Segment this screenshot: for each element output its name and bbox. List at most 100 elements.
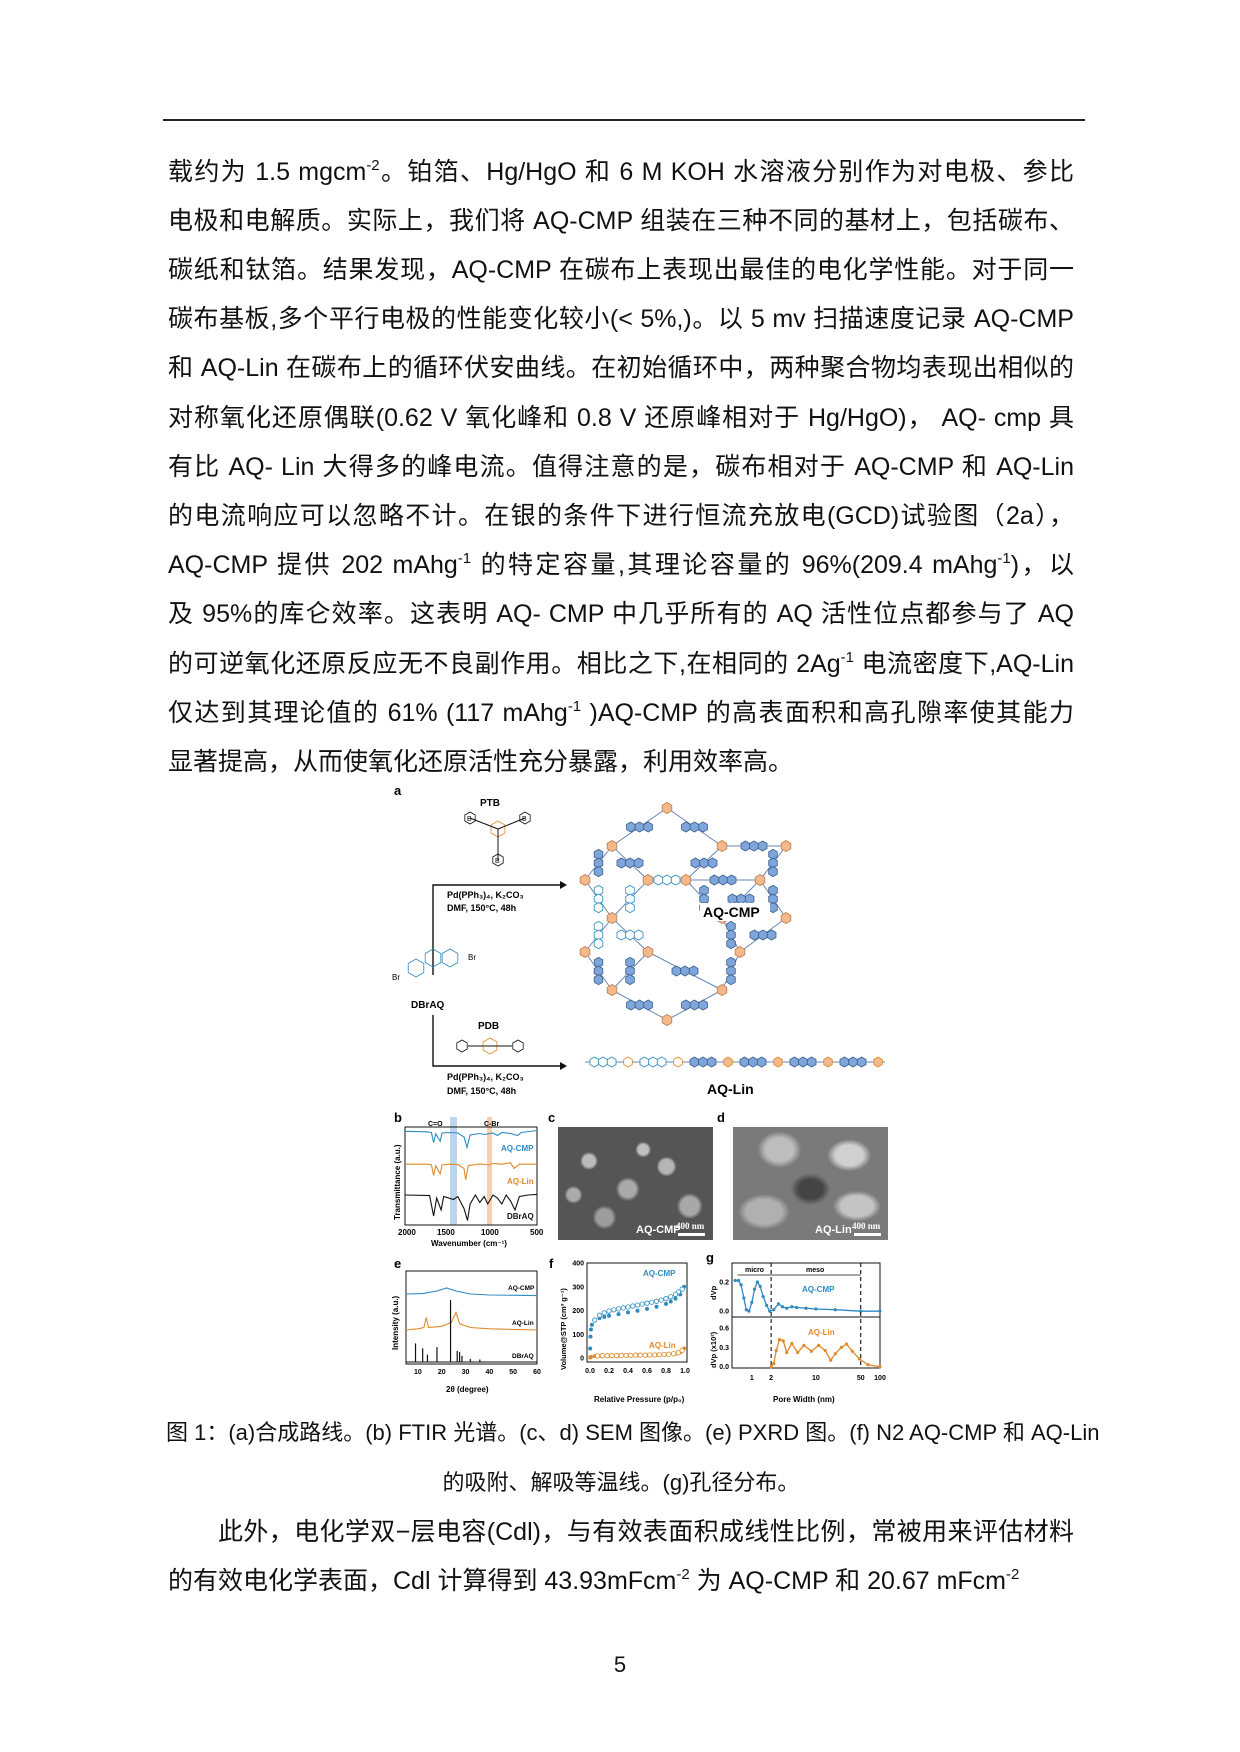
tick-label: 2 bbox=[769, 1375, 773, 1382]
text-line: 和 AQ-Lin 在碳布上的循环伏安曲线。在初始循环中，两种聚合物均表现出相似的 bbox=[168, 352, 1074, 384]
bond bbox=[497, 817, 526, 830]
aq-cmp-label: AQ-CMP bbox=[703, 904, 760, 920]
adsorption-point bbox=[664, 1301, 668, 1306]
superscript: -1 bbox=[457, 550, 472, 567]
adsorption-point bbox=[602, 1314, 607, 1319]
pinacol-boronate-ring bbox=[492, 853, 504, 867]
anthraquinone-ring bbox=[680, 965, 690, 977]
text: 的可逆氧化还原反应无不良副作用。相比之下,在相同的 2Ag bbox=[168, 650, 841, 678]
anthraquinone-ring bbox=[670, 874, 681, 886]
legend-dbraq: DBrAQ bbox=[512, 1353, 534, 1360]
panel-g-pore-distribution: g micro meso AQ-CMP AQ-Lin 0.00.20.00.30… bbox=[706, 1250, 886, 1404]
desorption-point bbox=[611, 1307, 617, 1313]
band-c-br bbox=[487, 1117, 492, 1225]
anthraquinone-ring bbox=[593, 902, 604, 914]
aq-lin-chain bbox=[585, 1056, 885, 1068]
anthraquinone-ring bbox=[848, 1056, 858, 1068]
pore-line-aq-cmp bbox=[735, 1279, 880, 1313]
anthraquinone-ring bbox=[740, 840, 751, 852]
anthraquinone-ring bbox=[639, 1056, 650, 1068]
adsorption-point bbox=[654, 1304, 659, 1309]
pore-point bbox=[733, 1278, 737, 1283]
desorption-point bbox=[653, 1298, 660, 1304]
ftir-line-aq-cmp bbox=[404, 1129, 538, 1150]
text-line: 载约为 1.5 mgcm-2。铂箔、Hg/HgO 和 6 M KOH 水溶液分别… bbox=[168, 156, 1074, 188]
benzene-node bbox=[642, 946, 654, 958]
desorption-point bbox=[658, 1297, 664, 1303]
sem-image-aq-lin: AQ-Lin 400 nm bbox=[733, 1127, 888, 1240]
desorption-point bbox=[644, 1300, 650, 1306]
desorption-point bbox=[679, 1347, 685, 1354]
pore-point bbox=[758, 1284, 762, 1288]
pore-point bbox=[747, 1309, 751, 1313]
benzene-node bbox=[579, 874, 591, 886]
anthraquinone-ring bbox=[593, 974, 604, 986]
text-line: 电极和电解质。实际上，我们将 AQ-CMP 组装在三种不同的基材上，包括碳布、 bbox=[168, 205, 1074, 237]
anthraquinone-ring bbox=[633, 929, 644, 941]
anthraquinone-ring bbox=[758, 929, 768, 941]
anthraquinone-ring bbox=[598, 1056, 608, 1068]
region-micro: micro bbox=[745, 1267, 764, 1274]
benzene-node bbox=[606, 840, 618, 852]
dbraq-ring bbox=[407, 958, 425, 978]
desorption-point bbox=[620, 1305, 626, 1311]
text: 和 AQ-Lin 在碳布上的循环伏安曲线。在初始循环中，两种聚合物均表现出相似的 bbox=[168, 354, 1074, 382]
desorption-point bbox=[630, 1303, 636, 1309]
anthraquinone-ring bbox=[726, 938, 736, 950]
text-line: 碳纸和钛箔。结果发现，AQ-CMP 在碳布上表现出最佳的电化学性能。对于同一 bbox=[168, 254, 1074, 286]
anthraquinone-ring bbox=[726, 974, 736, 986]
pore-point bbox=[777, 1337, 782, 1342]
pinacol-boronate-ring bbox=[456, 1039, 468, 1053]
tick-label: 10 bbox=[812, 1375, 820, 1382]
tick-label: 0.0 bbox=[585, 1368, 595, 1375]
atom-label: B bbox=[522, 816, 527, 823]
anthraquinone-ring bbox=[648, 1056, 658, 1068]
legend-dbraq: DBrAQ bbox=[507, 1212, 534, 1221]
y-axis-label-top: dVp bbox=[709, 1285, 718, 1300]
tick-label: 40 bbox=[485, 1369, 493, 1376]
desorption-point bbox=[661, 1351, 667, 1358]
benzene-node bbox=[823, 1056, 833, 1068]
text: 仅达到其理论值的 61% (117 mAhg bbox=[168, 699, 568, 727]
adsorption-point bbox=[588, 1334, 593, 1339]
superscript: -1 bbox=[840, 649, 854, 666]
benzene-node bbox=[579, 946, 591, 958]
x-axis-label: Pore Width (nm) bbox=[773, 1395, 835, 1404]
legend-aq-lin: AQ-Lin bbox=[512, 1320, 534, 1327]
anthraquinone-ring bbox=[766, 929, 777, 941]
desorption-point bbox=[634, 1302, 641, 1308]
x-axis-label: 2θ (degree) bbox=[446, 1385, 489, 1394]
text: 为 AQ-CMP 和 20.67 mFcm bbox=[689, 1567, 1006, 1595]
tick-label: 50 bbox=[509, 1369, 517, 1376]
pinacol-boronate-ring bbox=[464, 811, 476, 825]
tick-label: 0.6 bbox=[719, 1325, 729, 1332]
text: 此外，电化学双−层电容(Cdl)，与有效表面积成线性比例，常被用来评估材料 bbox=[218, 1518, 1074, 1546]
text: 及 95%的库仑效率。这表明 AQ- CMP 中几乎所有的 AQ 活性位点都参与… bbox=[168, 600, 1074, 628]
anthraquinone-ring bbox=[625, 857, 635, 869]
plot-frame bbox=[404, 1126, 538, 1226]
pore-point bbox=[859, 1309, 863, 1313]
y-axis-label-bottom: dVp (x10²) bbox=[709, 1331, 718, 1368]
superscript: -2 bbox=[676, 1566, 690, 1583]
benzene-node bbox=[661, 802, 673, 814]
text: )，以 bbox=[1010, 551, 1075, 579]
anthraquinone-ring bbox=[698, 821, 708, 833]
annotation-c-br: C-Br bbox=[484, 1121, 499, 1128]
benzene-node bbox=[642, 874, 654, 886]
tick-label: 0.0 bbox=[719, 1364, 729, 1371]
anthraquinone-ring bbox=[589, 1056, 600, 1068]
anthraquinone-ring bbox=[709, 874, 720, 886]
paragraph-2-line-2: 的有效电化学表面，Cdl 计算得到 43.93mFcm-2 为 AQ-CMP 和… bbox=[168, 1565, 1074, 1597]
superscript: -1 bbox=[997, 550, 1011, 567]
tick-label: 400 bbox=[572, 1261, 584, 1268]
tick-label: 0.2 bbox=[604, 1368, 614, 1375]
desorption-point bbox=[675, 1350, 681, 1356]
anthraquinone-ring bbox=[653, 874, 664, 886]
anthraquinone-ring bbox=[593, 866, 604, 878]
desorption-point bbox=[625, 1304, 631, 1310]
pore-point bbox=[833, 1352, 837, 1356]
tick-label: 30 bbox=[462, 1369, 470, 1376]
pore-point bbox=[765, 1303, 769, 1307]
